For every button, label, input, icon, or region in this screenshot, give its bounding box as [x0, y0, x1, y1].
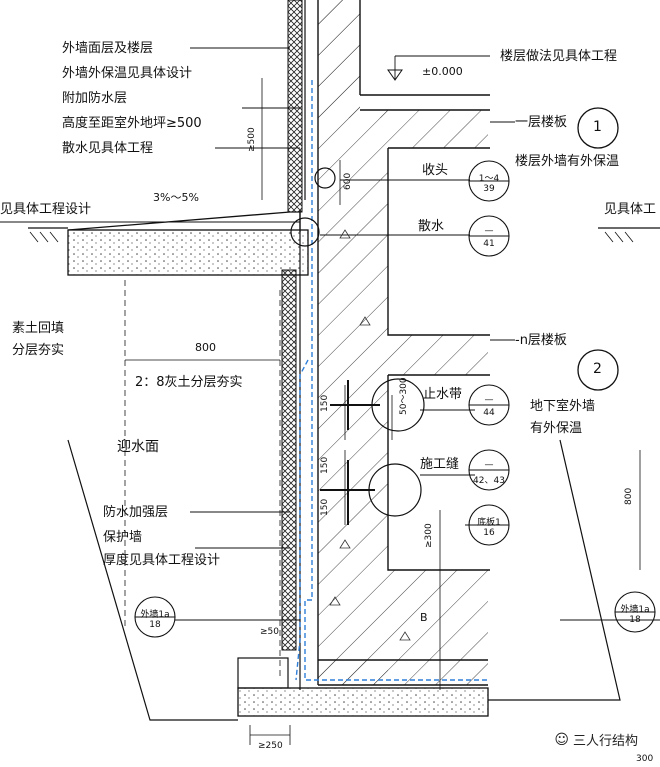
dim-150-c: 150: [320, 498, 330, 516]
dim-300-bottom: 300: [636, 754, 654, 764]
label-basement-2: 有外保温: [530, 421, 583, 436]
label-floor-n: -n层楼板: [515, 333, 567, 348]
dim-800-right: 800: [624, 487, 634, 505]
label-protect-wall: 保护墙: [103, 530, 143, 545]
watermark: ☺ 三人行结构: [554, 730, 638, 750]
label-floor-1: 一层楼板: [515, 115, 568, 130]
ref-5-bottom: 16: [483, 528, 495, 538]
label-joint: 施工缝: [420, 457, 460, 472]
excavation-lines: [28, 227, 660, 721]
label-basement-1: 地下室外墙: [530, 399, 596, 414]
dim-50-300: 50～300: [399, 377, 409, 415]
ref-7-top: 外墙1a: [620, 605, 650, 615]
ref-2-top: —: [484, 226, 494, 236]
label-water-face: 迎水面: [117, 439, 159, 455]
dim-250: ≥250: [258, 741, 283, 751]
label-thickness: 厚度见具体工程设计: [103, 553, 221, 568]
waterstop-symbol: [320, 380, 380, 525]
label-sanshui: 散水: [418, 219, 445, 234]
label-backfill-1: 素土回填: [12, 321, 65, 336]
label-waterstop: 止水带: [423, 387, 463, 402]
label-lime-soil: 2：8灰土分层夯实: [135, 375, 243, 390]
label-waterproof-add: 附加防水层: [62, 91, 128, 106]
detail-1-number: 1: [593, 119, 602, 135]
ref-6-bottom: 18: [149, 620, 161, 630]
ref-circles: [134, 160, 656, 638]
ref-3-top: —: [484, 395, 494, 405]
label-facade: 外墙面层及楼层: [62, 41, 154, 56]
dim-150-a: 150: [320, 394, 330, 412]
dim-150-b: 150: [320, 456, 330, 474]
dim-50: ≥50: [260, 627, 279, 637]
label-outer-insul: 楼层外墙有外保温: [515, 154, 620, 169]
dim-500: ≥500: [247, 127, 257, 152]
detail-2-circle: [577, 349, 619, 391]
bottom-slab: [237, 657, 489, 717]
waterproof-line: [295, 80, 488, 681]
label-b: B: [420, 611, 428, 624]
dim-600: 600: [343, 172, 353, 190]
label-reinforce: 防水加强层: [103, 505, 169, 520]
ref-6-top: 外墙1a: [140, 610, 170, 620]
ref-1-bottom: 39: [483, 184, 495, 194]
label-insulation: 外墙外保温见具体设计: [62, 66, 193, 81]
label-backfill-2: 分层夯实: [12, 343, 65, 358]
ref-3-bottom: 44: [483, 408, 495, 418]
label-shoutou: 收头: [422, 163, 449, 178]
wall-outlines: [317, 0, 490, 686]
label-right-cut: 见具体工: [604, 202, 657, 217]
label-floor-note: 楼层做法见具体工程: [500, 49, 618, 64]
dim-300: ≥300: [424, 523, 434, 548]
detail-2-number: 2: [593, 361, 602, 377]
apron-slab: [0, 211, 309, 276]
label-left-cut: 见具体工程设计: [0, 202, 92, 217]
label-apron: 散水见具体工程: [62, 141, 154, 156]
ref-4-bottom: 42、43: [473, 476, 505, 486]
ref-5-top: 底板1: [477, 518, 501, 528]
ref-7-bottom: 18: [629, 615, 641, 625]
wechat-icon: ☺: [554, 731, 569, 748]
insulation-layer: [281, 0, 303, 651]
watermark-text: 三人行结构: [572, 734, 638, 749]
ref-2-bottom: 41: [483, 239, 495, 249]
label-elevation: ±0.000: [422, 65, 463, 78]
concrete-wall: [318, 0, 660, 685]
label-slope: 3%～5%: [153, 191, 199, 204]
detail-1-circle: [577, 107, 619, 149]
ref-4-top: —: [484, 460, 494, 470]
label-height-req: 高度至距室外地坪≥500: [62, 116, 202, 131]
ref-1-top: 1～4: [478, 174, 500, 184]
dim-800: 800: [195, 341, 216, 354]
